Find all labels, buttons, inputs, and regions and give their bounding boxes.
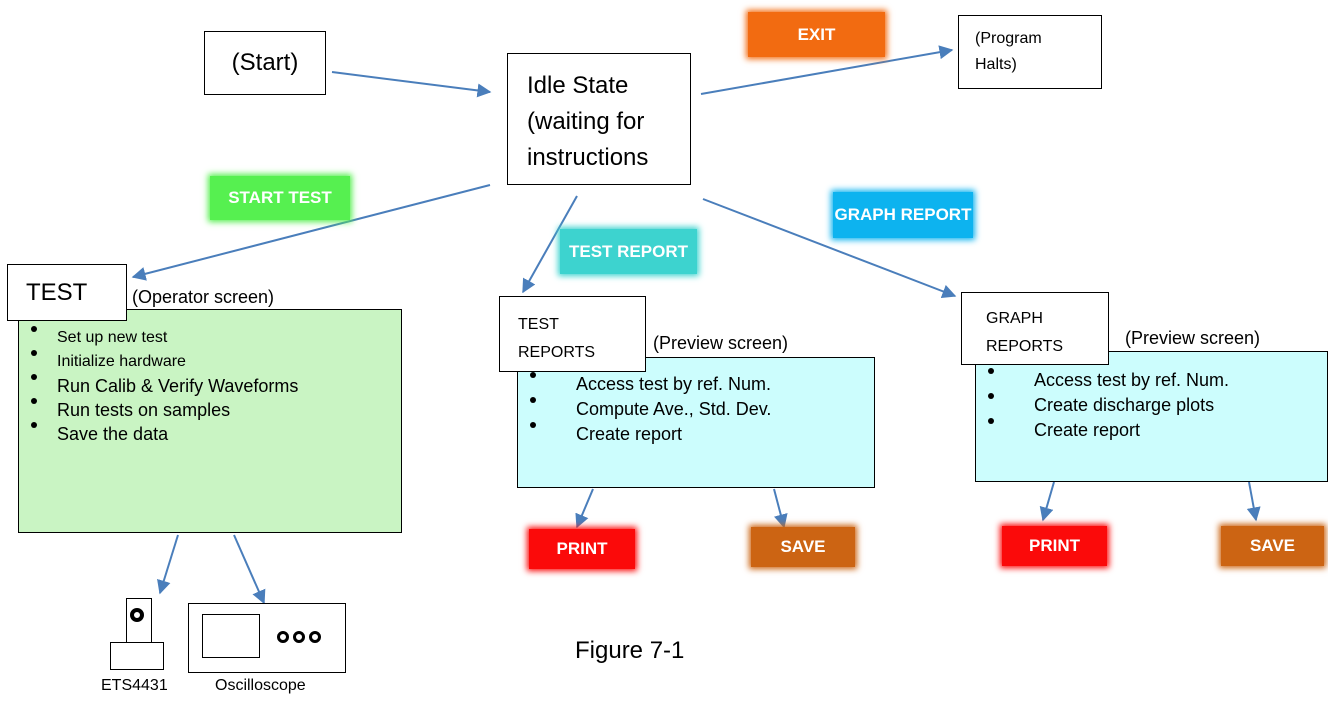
graph-report-badge: GRAPH REPORT bbox=[833, 192, 973, 238]
ets4431-base bbox=[110, 642, 164, 670]
start-test-badge: START TEST bbox=[210, 176, 350, 220]
idle-line-1: Idle State bbox=[527, 72, 629, 99]
halt-line-2: Halts) bbox=[975, 56, 1017, 73]
start-node: (Start) bbox=[204, 31, 326, 95]
arrow-idle-to-halt bbox=[700, 45, 954, 95]
arrow-testreports-to-save bbox=[773, 488, 788, 529]
save-badge-graph-reports: SAVE bbox=[1221, 526, 1324, 566]
list-item: Access test by ref. Num. bbox=[518, 372, 874, 397]
test-reports-panel: Access test by ref. Num. Compute Ave., S… bbox=[517, 357, 875, 488]
oscilloscope-knob-3 bbox=[309, 631, 321, 643]
oscilloscope-screen bbox=[202, 614, 260, 658]
graph-reports-items: Access test by ref. Num. Create discharg… bbox=[976, 368, 1327, 443]
test-panel: Set up new test Initialize hardware Run … bbox=[18, 309, 402, 533]
arrow-idle-to-test bbox=[131, 184, 491, 281]
graph-reports-title-line-2: REPORTS bbox=[986, 338, 1064, 355]
graph-reports-panel: Access test by ref. Num. Create discharg… bbox=[975, 351, 1328, 482]
idle-state-node: Idle State (waiting for instructions bbox=[507, 53, 691, 185]
list-item: Initialize hardware bbox=[19, 350, 401, 374]
list-item: Set up new test bbox=[19, 326, 401, 350]
start-label: (Start) bbox=[231, 49, 299, 76]
list-item: Create report bbox=[976, 418, 1327, 443]
test-reports-items: Access test by ref. Num. Compute Ave., S… bbox=[518, 372, 874, 447]
test-reports-subtitle: (Preview screen) bbox=[653, 333, 789, 353]
test-report-badge: TEST REPORT bbox=[560, 229, 697, 274]
exit-badge: EXIT bbox=[748, 12, 885, 57]
arrow-start-to-idle bbox=[331, 71, 492, 98]
arrow-graphreports-to-print bbox=[1039, 481, 1055, 522]
test-reports-title-line-1: TEST bbox=[518, 316, 559, 333]
idle-line-2: (waiting for bbox=[527, 108, 645, 135]
list-item: Run Calib & Verify Waveforms bbox=[19, 374, 401, 398]
test-title-box: TEST bbox=[7, 264, 127, 321]
ets4431-label: ETS4431 bbox=[101, 677, 168, 694]
list-item: Save the data bbox=[19, 422, 401, 446]
arrow-testreports-to-print bbox=[575, 488, 594, 529]
list-item: Create discharge plots bbox=[976, 393, 1327, 418]
figure-caption: Figure 7-1 bbox=[575, 637, 685, 664]
print-badge-graph-reports: PRINT bbox=[1002, 526, 1107, 566]
test-items: Set up new test Initialize hardware Run … bbox=[19, 326, 401, 446]
graph-reports-title-box: GRAPH REPORTS bbox=[961, 292, 1109, 365]
test-reports-title-line-2: REPORTS bbox=[518, 344, 596, 361]
program-halts-node: (Program Halts) bbox=[958, 15, 1102, 89]
oscilloscope-knob-2 bbox=[293, 631, 305, 643]
test-title: TEST bbox=[26, 278, 88, 306]
idle-line-3: instructions bbox=[527, 144, 649, 171]
halt-line-1: (Program bbox=[975, 30, 1042, 47]
arrow-test-to-scope bbox=[233, 534, 266, 605]
arrow-test-to-ets bbox=[157, 534, 179, 595]
save-badge-test-reports: SAVE bbox=[751, 527, 855, 567]
oscilloscope-knob-1 bbox=[277, 631, 289, 643]
arrow-idle-to-test-reports bbox=[522, 195, 578, 294]
arrow-graphreports-to-save bbox=[1246, 481, 1261, 522]
arrow-idle-to-graph-reports bbox=[702, 198, 957, 299]
oscilloscope-device-icon bbox=[188, 603, 346, 673]
print-badge-test-reports: PRINT bbox=[529, 529, 635, 569]
list-item: Compute Ave., Std. Dev. bbox=[518, 397, 874, 422]
oscilloscope-label: Oscilloscope bbox=[215, 677, 306, 694]
list-item: Create report bbox=[518, 422, 874, 447]
ets4431-device-icon bbox=[110, 598, 164, 670]
graph-reports-title-line-1: GRAPH bbox=[986, 310, 1043, 327]
list-item: Run tests on samples bbox=[19, 398, 401, 422]
test-reports-title-box: TEST REPORTS bbox=[499, 296, 646, 372]
ets4431-knob bbox=[130, 608, 144, 622]
test-subtitle: (Operator screen) bbox=[132, 287, 275, 307]
graph-reports-subtitle: (Preview screen) bbox=[1125, 328, 1261, 348]
list-item: Access test by ref. Num. bbox=[976, 368, 1327, 393]
